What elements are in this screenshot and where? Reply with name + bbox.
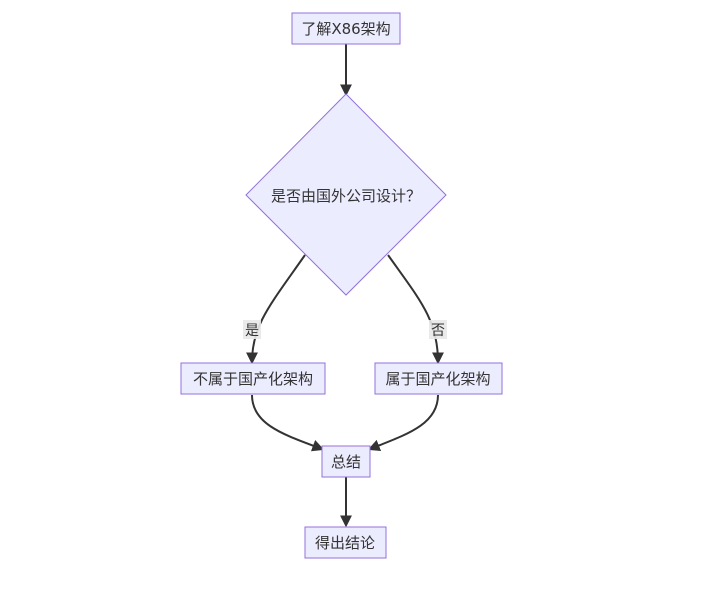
node-decision: 是否由国外公司设计？: [245, 93, 447, 296]
edge-domestic-to-summary: [367, 394, 439, 452]
edge-label-yes-text: 是: [245, 323, 259, 339]
node-not-domestic-label: 不属于国产化架构: [193, 370, 313, 388]
edge-decision-to-not-domestic: [246, 254, 306, 365]
edge-label-yes: 是: [243, 320, 261, 339]
node-decision-label: 是否由国外公司设计？: [271, 187, 421, 205]
node-summary-label: 总结: [331, 453, 361, 471]
edge-not-domestic-to-summary: [251, 394, 325, 452]
edge-label-no: 否: [429, 320, 447, 339]
node-conclusion: 得出结论: [304, 526, 387, 559]
node-start: 了解X86架构: [291, 12, 401, 45]
node-domestic: 属于国产化架构: [374, 362, 503, 395]
edge-label-no-text: 否: [431, 323, 445, 339]
node-summary: 总结: [321, 445, 371, 478]
node-start-label: 了解X86架构: [301, 20, 390, 38]
node-domestic-label: 属于国产化架构: [385, 370, 490, 388]
edge-decision-to-domestic: [387, 254, 444, 365]
node-not-domestic: 不属于国产化架构: [180, 362, 326, 395]
node-conclusion-label: 得出结论: [315, 534, 375, 552]
